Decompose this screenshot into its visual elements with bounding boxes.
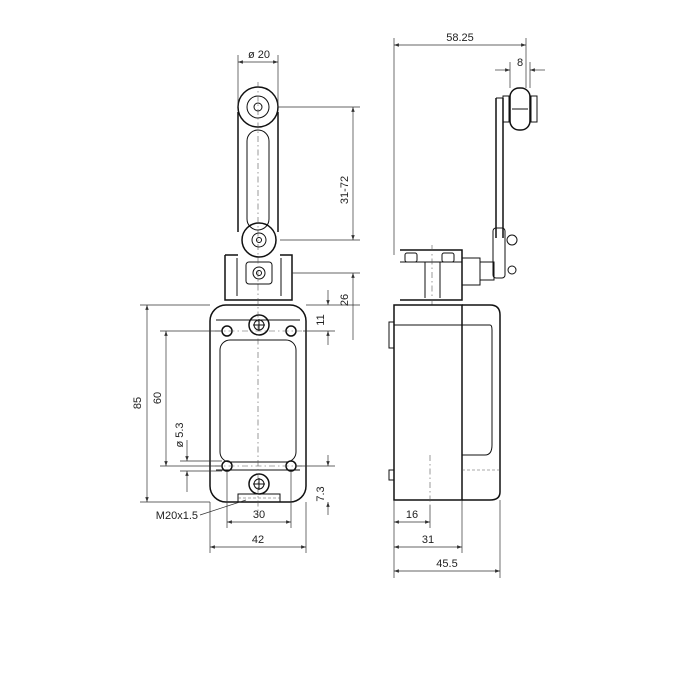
dim-actuator-height: 26: [339, 294, 351, 306]
front-dimensions: ø 20 31-72 26 11 85 60 ø 5.3 7.3: [132, 49, 360, 553]
dim-roller-width: 8: [517, 57, 523, 69]
dim-body-width: 42: [252, 534, 264, 546]
dim-overall-depth: 58.25: [446, 32, 474, 44]
dim-fixing-offset: 11: [315, 314, 327, 325]
dim-overall-height: 85: [132, 397, 144, 409]
dim-thread: M20x1.5: [156, 510, 198, 522]
actuator-head: [224, 254, 293, 301]
side-dimensions: 58.25 8 16 31 45.5: [393, 32, 545, 578]
dim-arm-length: 31-72: [339, 176, 351, 204]
side-lever: [492, 97, 518, 279]
front-view: [209, 82, 307, 515]
lever-arm: [237, 112, 279, 258]
dim-cable-entry-offset: 16: [406, 509, 418, 521]
dim-body-depth: 31: [422, 534, 434, 546]
side-body: [388, 304, 501, 505]
side-view: [388, 87, 538, 505]
dim-roller-diameter: ø 20: [248, 49, 270, 61]
dim-hole-spacing-horizontal: 30: [253, 509, 265, 521]
dim-bottom-offset: 7.3: [315, 486, 327, 501]
dim-hole-diameter: ø 5.3: [174, 422, 186, 447]
roller: [237, 86, 279, 128]
dim-total-depth: 45.5: [436, 558, 457, 570]
side-head: [400, 245, 495, 305]
dim-hole-spacing-vertical: 60: [152, 392, 164, 404]
side-roller: [502, 87, 538, 131]
